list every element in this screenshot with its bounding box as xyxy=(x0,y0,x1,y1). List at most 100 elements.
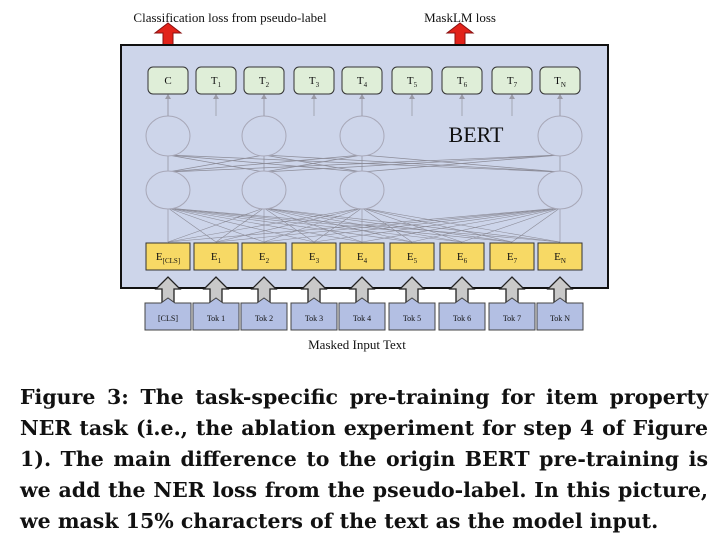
embedding-label: E2 xyxy=(259,251,270,265)
embedding-box xyxy=(537,242,583,271)
input-token-box xyxy=(536,297,584,331)
transformer-nodes xyxy=(145,115,583,210)
embedding-box xyxy=(439,242,485,271)
input-token-label: [CLS] xyxy=(158,314,178,323)
input-token-label: Tok 3 xyxy=(305,314,323,323)
connection-line xyxy=(461,207,561,243)
arrowhead xyxy=(359,94,365,99)
connection-line xyxy=(167,207,265,243)
output-token-label: T1 xyxy=(211,75,222,89)
masklm-loss-arrow xyxy=(445,22,475,46)
connection-line xyxy=(263,207,363,243)
connection-line xyxy=(263,207,561,243)
masklm-loss-label: MaskLM loss xyxy=(424,10,496,25)
input-arrow xyxy=(300,276,328,304)
connection-line xyxy=(167,207,363,243)
input-arrow xyxy=(398,276,426,304)
embedding-label: E4 xyxy=(357,251,368,265)
bert-pretraining-diagram: Classification loss from pseudo-label Ma… xyxy=(120,10,609,352)
input-token-box xyxy=(488,297,536,331)
transformer-node xyxy=(537,115,583,157)
input-arrow xyxy=(546,276,574,304)
input-token-label: Tok 1 xyxy=(207,314,225,323)
input-arrow xyxy=(498,276,526,304)
input-arrow xyxy=(154,276,182,304)
embedding-box xyxy=(339,242,385,271)
input-token-label: Tok 5 xyxy=(403,314,421,323)
arrowhead xyxy=(213,94,219,99)
output-token-label: T7 xyxy=(507,75,518,89)
embedding-label: E6 xyxy=(457,251,468,265)
arrowhead xyxy=(311,94,317,99)
embedding-box xyxy=(145,242,191,271)
connection-line xyxy=(167,207,463,243)
output-token-box xyxy=(441,66,483,95)
arrowhead xyxy=(459,94,465,99)
connection-line xyxy=(167,207,561,243)
input-token-box xyxy=(438,297,486,331)
connection-line xyxy=(167,207,217,243)
output-token-box xyxy=(341,66,383,95)
transformer-node xyxy=(339,115,385,157)
masked-input-text-label: Masked Input Text xyxy=(308,337,406,352)
bert-label: BERT xyxy=(449,122,504,147)
input-arrow xyxy=(202,276,230,304)
embedding-tokens: E[CLS] E1 E2 E3 E4 E5 E6 E7 EN xyxy=(145,242,583,271)
output-token-label: TN xyxy=(554,75,566,89)
connection-line xyxy=(361,207,561,243)
input-token-label: Tok 7 xyxy=(503,314,521,323)
input-token-box xyxy=(240,297,288,331)
connection-line xyxy=(167,207,513,243)
arrowhead xyxy=(557,94,563,99)
output-token-box xyxy=(539,66,581,95)
transformer-connections xyxy=(167,96,561,243)
connection-line xyxy=(511,207,561,243)
embedding-box xyxy=(389,242,435,271)
connection-line xyxy=(263,154,561,173)
embedding-label: E1 xyxy=(211,251,222,265)
embedding-label: E5 xyxy=(407,251,418,265)
arrowhead xyxy=(409,94,415,99)
arrowhead xyxy=(165,94,171,99)
connection-line xyxy=(263,154,363,173)
input-token-box xyxy=(388,297,436,331)
embedding-box xyxy=(241,242,287,271)
classification-loss-label: Classification loss from pseudo-label xyxy=(133,10,327,25)
input-token-label: Tok 6 xyxy=(453,314,471,323)
connection-line xyxy=(167,154,561,173)
embedding-box xyxy=(193,242,239,271)
output-token-label: C xyxy=(164,75,171,87)
input-token-label: Tok N xyxy=(550,314,570,323)
transformer-node xyxy=(339,170,385,210)
connection-line xyxy=(167,154,265,173)
output-token-label: T6 xyxy=(457,75,468,89)
connection-line xyxy=(361,154,561,173)
figure-caption: Figure 3: The task-specific pre-training… xyxy=(20,385,708,533)
transformer-node xyxy=(241,170,287,210)
transformer-node xyxy=(241,115,287,157)
arrowhead xyxy=(261,94,267,99)
embedding-label: EN xyxy=(554,251,566,265)
output-token-box xyxy=(147,66,189,95)
connection-line xyxy=(215,207,363,243)
output-token-box xyxy=(243,66,285,95)
input-arrow xyxy=(448,276,476,304)
output-token-label: T2 xyxy=(259,75,270,89)
connection-line xyxy=(313,207,561,243)
transformer-node xyxy=(537,170,583,210)
embedding-label: E3 xyxy=(309,251,320,265)
input-token-box xyxy=(144,297,192,331)
embedding-box xyxy=(291,242,337,271)
transformer-node xyxy=(145,170,191,210)
input-token-box xyxy=(290,297,338,331)
embedding-label: E7 xyxy=(507,251,518,265)
embedding-label: E[CLS] xyxy=(156,251,180,265)
input-token-label: Tok 2 xyxy=(255,314,273,323)
transformer-node xyxy=(145,115,191,157)
output-token-label: T4 xyxy=(357,75,368,89)
output-token-label: T3 xyxy=(309,75,320,89)
input-arrow xyxy=(348,276,376,304)
output-token-box xyxy=(391,66,433,95)
